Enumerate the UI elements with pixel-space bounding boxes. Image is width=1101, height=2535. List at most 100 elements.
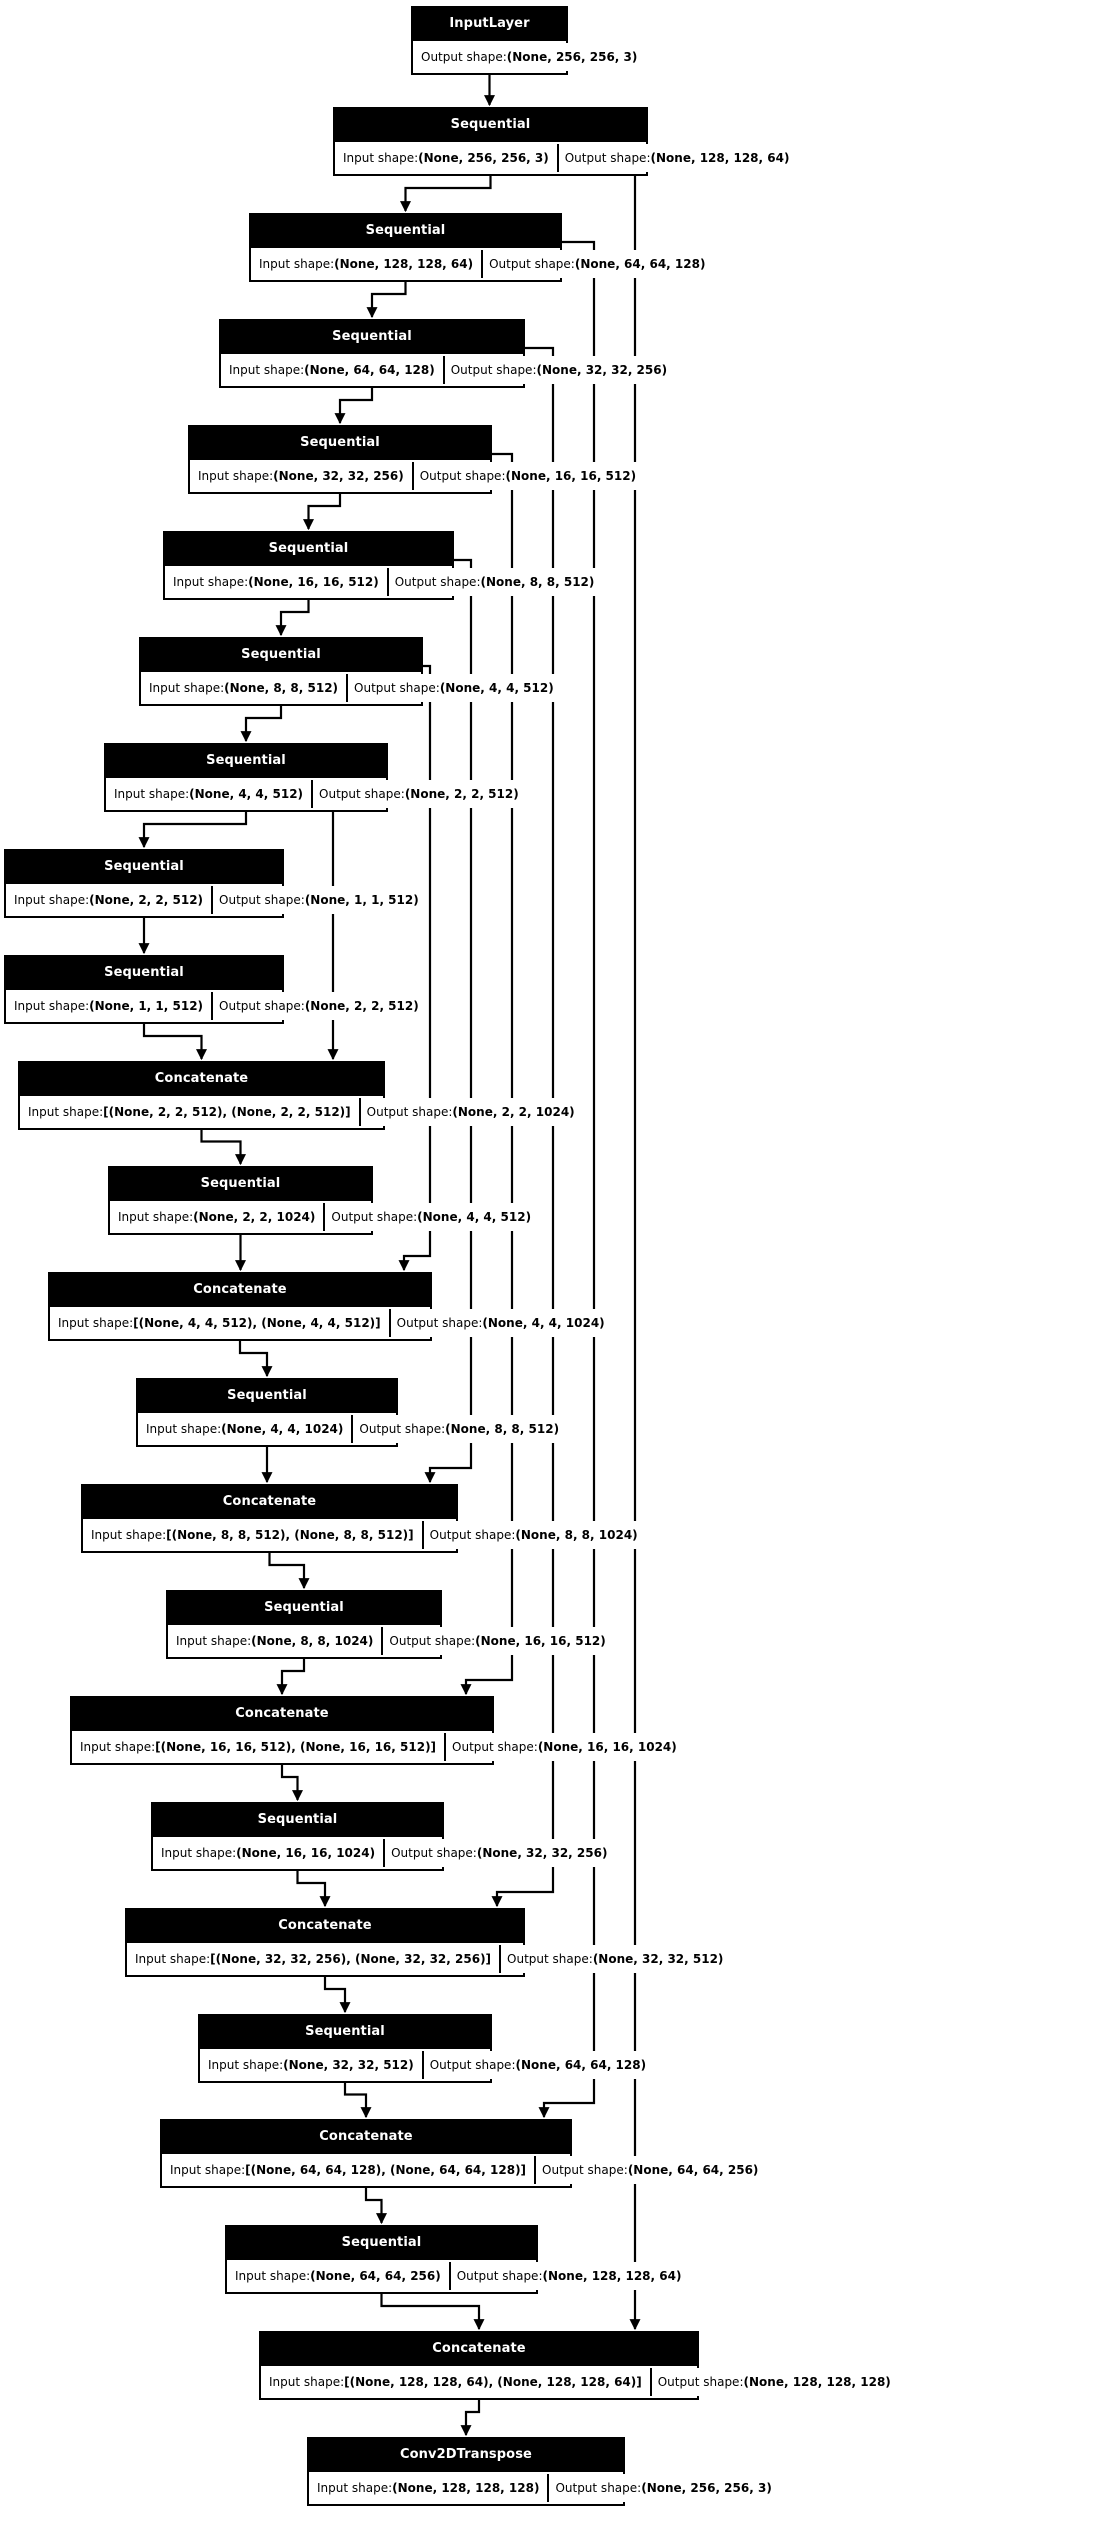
layer-node-shapes: Input shape: [(None, 8, 8, 512), (None, … — [83, 1517, 644, 1551]
layer-node-shapes: Input shape: (None, 4, 4, 1024)Output sh… — [138, 1411, 566, 1445]
layer-input-shape: Input shape: [(None, 4, 4, 512), (None, … — [52, 1309, 387, 1337]
layer-node-title: Concatenate — [127, 1910, 523, 1941]
output-shape-label: Output shape: — [354, 681, 440, 695]
output-shape-value: (None, 4, 4, 512) — [439, 681, 554, 695]
output-shape-label: Output shape: — [366, 1105, 453, 1119]
layer-output-shape: Output shape: (None, 64, 64, 256) — [534, 2156, 765, 2184]
layer-node-shapes: Input shape: [(None, 2, 2, 512), (None, … — [20, 1094, 581, 1128]
layer-input-shape: Input shape: (None, 8, 8, 512) — [143, 674, 345, 702]
input-shape-value: [(None, 8, 8, 512), (None, 8, 8, 512)] — [166, 1528, 414, 1542]
layer-node-shapes: Input shape: [(None, 64, 64, 128), (None… — [162, 2152, 765, 2186]
layer-input-shape: Input shape: (None, 64, 64, 256) — [229, 2262, 447, 2290]
layer-node-shapes: Input shape: (None, 64, 64, 256) Output s… — [227, 2258, 688, 2292]
layer-output-shape: Output shape: (None, 8, 8, 512) — [351, 1415, 566, 1443]
layer-node-title: Sequential — [251, 215, 560, 246]
layer-node-title: Sequential — [200, 2016, 490, 2047]
input-shape-label: Input shape: — [176, 1634, 252, 1648]
input-shape-value: (None, 8, 8, 512) — [224, 681, 339, 695]
layer-node-title: Sequential — [110, 1168, 371, 1199]
layer-node-title: Sequential — [190, 427, 490, 458]
output-shape-value: (None, 32, 32, 512) — [592, 1952, 724, 1966]
output-shape-value: (None, 256, 256, 3) — [641, 2481, 772, 2495]
output-shape-label: Output shape: — [450, 363, 537, 377]
output-shape-value: (None, 8, 8, 1024) — [515, 1528, 638, 1542]
input-shape-value: (None, 64, 64, 128) — [304, 363, 435, 377]
output-shape-value: (None, 64, 64, 128) — [574, 257, 706, 271]
layer-output-shape: Output shape: (None, 256, 256, 3) — [415, 43, 644, 71]
output-shape-value: (None, 32, 32, 256) — [476, 1846, 608, 1860]
input-shape-label: Input shape: — [14, 999, 90, 1013]
input-shape-label: Input shape: — [118, 1210, 194, 1224]
input-shape-label: Input shape: — [170, 2163, 246, 2177]
output-shape-value: (None, 256, 256, 3) — [506, 50, 638, 64]
layer-node-shapes: Input shape: (None, 8, 8, 1024)Output sh… — [168, 1623, 612, 1657]
layer-output-shape: Output shape: (None, 32, 32, 256) — [442, 356, 674, 384]
input-shape-value: (None, 32, 32, 256) — [273, 469, 404, 483]
layer-node-shapes: Input shape: [(None, 4, 4, 512), (None, … — [50, 1305, 611, 1339]
layer-input-shape: Input shape: [(None, 8, 8, 512), (None, … — [85, 1521, 420, 1549]
input-shape-label: Input shape: — [146, 1422, 222, 1436]
layer-input-shape: Input shape: [(None, 2, 2, 512), (None, … — [22, 1098, 357, 1126]
output-shape-value: (None, 64, 64, 256) — [627, 2163, 759, 2177]
layer-output-shape: Output shape: (None, 256, 256, 3) — [547, 2474, 778, 2502]
input-shape-label: Input shape: — [14, 893, 90, 907]
output-shape-label: Output shape: — [452, 1740, 538, 1754]
edge-arrow — [538, 240, 596, 2119]
layer-node-shapes: Input shape: (None, 2, 2, 512)Output sha… — [6, 882, 425, 916]
layer-input-shape: Input shape: (None, 128, 128, 64) — [253, 250, 480, 278]
input-shape-label: Input shape: — [149, 681, 225, 695]
layer-node-shapes: Input shape: (None, 128, 128, 64)Output … — [251, 246, 712, 280]
layer-node-shapes: Input shape: (None, 2, 2, 1024)Output sh… — [110, 1199, 538, 1233]
layer-node-title: Sequential — [141, 639, 421, 670]
layer-node-title: Concatenate — [50, 1274, 430, 1305]
layer-output-shape: Output shape: (None, 128, 128, 128) — [649, 2368, 897, 2396]
input-shape-label: Input shape: — [91, 1528, 167, 1542]
output-shape-label: Output shape: — [456, 2269, 543, 2283]
input-shape-value: [(None, 16, 16, 512), (None, 16, 16, 512… — [155, 1740, 437, 1754]
layer-node-shapes: Input shape: (None, 32, 32, 512)Output s… — [200, 2047, 653, 2081]
layer-node-title: Concatenate — [20, 1063, 383, 1094]
output-shape-value: (None, 16, 16, 512) — [475, 1634, 606, 1648]
layer-node-title: Conv2DTranspose — [309, 2439, 623, 2470]
input-shape-label: Input shape: — [343, 151, 419, 165]
layer-node-shapes: Input shape: (None, 16, 16, 1024)Output … — [153, 1835, 614, 1869]
layer-input-shape: Input shape: (None, 4, 4, 1024) — [140, 1415, 350, 1443]
layer-output-shape: Output shape: (None, 2, 2, 1024) — [358, 1098, 581, 1126]
layer-input-shape: Input shape: (None, 1, 1, 512) — [8, 992, 210, 1020]
layer-output-shape: Output shape: (None, 4, 4, 1024) — [388, 1309, 611, 1337]
output-shape-value: (None, 16, 16, 512) — [505, 469, 637, 483]
layer-output-shape: Output shape: (None, 1, 1, 512) — [211, 886, 425, 914]
output-shape-label: Output shape: — [507, 1952, 593, 1966]
layer-input-shape: Input shape: (None, 64, 64, 128) — [223, 356, 441, 384]
input-shape-value: (None, 256, 256, 3) — [418, 151, 549, 165]
layer-output-shape: Output shape: (None, 4, 4, 512) — [323, 1203, 538, 1231]
output-shape-label: Output shape: — [389, 1634, 476, 1648]
output-shape-value: (None, 8, 8, 512) — [480, 575, 595, 589]
output-shape-label: Output shape: — [319, 787, 405, 801]
layer-node-title: Sequential — [335, 109, 646, 140]
output-shape-value: (None, 32, 32, 256) — [536, 363, 668, 377]
output-shape-label: Output shape: — [391, 1846, 477, 1860]
input-shape-value: (None, 128, 128, 64) — [334, 257, 474, 271]
layer-input-shape: Input shape: (None, 2, 2, 512) — [8, 886, 210, 914]
layer-node-shapes: Input shape: (None, 16, 16, 512)Output s… — [165, 564, 601, 598]
layer-input-shape: Input shape: [(None, 128, 128, 64), (Non… — [263, 2368, 648, 2396]
edge-arrow — [460, 452, 514, 1696]
layer-output-shape: Output shape: (None, 8, 8, 1024) — [421, 1521, 644, 1549]
edge-arrow — [398, 664, 432, 1272]
input-shape-label: Input shape: — [28, 1105, 104, 1119]
output-shape-label: Output shape: — [564, 151, 651, 165]
output-shape-label: Output shape: — [421, 50, 507, 64]
